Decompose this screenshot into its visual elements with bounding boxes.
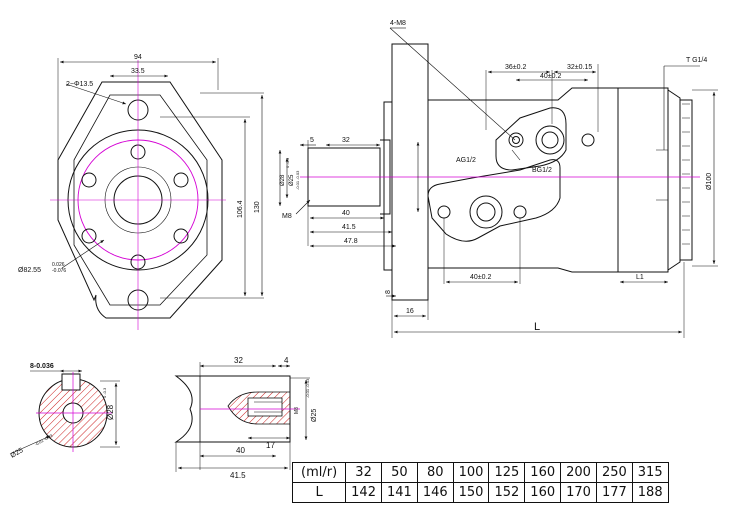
dim-41-5-side: 41.5 bbox=[342, 224, 356, 231]
shaft-dim-32: 32 bbox=[234, 356, 243, 365]
m8-side: M8 bbox=[282, 213, 292, 220]
pilot-tol-lower: -0.076 bbox=[52, 268, 66, 274]
section-dia-25: Ø25 bbox=[10, 447, 25, 460]
dim-106-4: 106.4 bbox=[237, 200, 244, 218]
ag-port: AG1/2 bbox=[456, 157, 476, 164]
table-cell: 152 bbox=[488, 482, 526, 503]
front-view bbox=[50, 58, 264, 330]
table-cell: 160 bbox=[524, 482, 562, 503]
dim-l1: L1 bbox=[636, 274, 644, 281]
side-port-plate bbox=[427, 159, 561, 242]
dia-28: Ø28 bbox=[280, 174, 286, 186]
port-4-m8: 4-M8 bbox=[390, 20, 406, 27]
dim-36: 36±0.2 bbox=[505, 64, 526, 71]
table-cell: 125 bbox=[488, 462, 526, 483]
shaft-dim-41-5: 41.5 bbox=[230, 471, 246, 480]
table-cell: 200 bbox=[560, 462, 597, 483]
side-view bbox=[278, 27, 718, 338]
front-flange-outline bbox=[57, 81, 223, 319]
dim-47-8: 47.8 bbox=[344, 238, 358, 245]
table-cell: 315 bbox=[631, 462, 669, 483]
table-row: L 142 141 146 150 152 160 170 177 188 bbox=[291, 482, 669, 503]
table-cell: L bbox=[291, 482, 347, 503]
table-cell: 80 bbox=[416, 462, 454, 483]
dim-L: L bbox=[534, 321, 540, 333]
table-cell: 177 bbox=[595, 482, 633, 503]
table-cell: 142 bbox=[345, 482, 382, 503]
pilot-dia: Ø82.55 bbox=[18, 267, 41, 274]
side-rear-housing bbox=[617, 87, 669, 273]
dim-16: 16 bbox=[406, 308, 414, 315]
table-cell: (ml/r) bbox=[291, 462, 347, 483]
table-cell: 141 bbox=[380, 482, 418, 503]
side-flange bbox=[391, 43, 429, 301]
shaft-dim-17: 17 bbox=[266, 441, 275, 450]
dim-32-015: 32±0.15 bbox=[567, 64, 592, 71]
shaft-dim-40: 40 bbox=[236, 446, 245, 455]
displacement-length-table: (ml/r) 32 50 80 100 125 160 200 250 315 … bbox=[291, 462, 669, 503]
dim-94: 94 bbox=[134, 54, 142, 61]
table-cell: 160 bbox=[524, 462, 562, 483]
dim-33-5: 33.5 bbox=[131, 68, 145, 75]
key-width: 8-0.036 bbox=[30, 363, 54, 370]
dim-40-top: 40±0.2 bbox=[540, 73, 561, 80]
section-dia-28: Ø28 bbox=[106, 404, 115, 420]
dia-25: Ø25 bbox=[289, 174, 295, 186]
port-t: T G1/4 bbox=[686, 57, 707, 64]
dim-5: 5 bbox=[310, 137, 314, 144]
table-cell: 188 bbox=[631, 482, 669, 503]
table-cell: 50 bbox=[380, 462, 418, 483]
table-cell: 100 bbox=[452, 462, 490, 483]
side-body bbox=[427, 87, 619, 273]
table-cell: 32 bbox=[345, 462, 382, 483]
shaft-body bbox=[174, 375, 291, 443]
table-cell: 150 bbox=[452, 482, 490, 503]
pilot-tol-upper: 0.026 bbox=[52, 262, 65, 268]
table-row: (ml/r) 32 50 80 100 125 160 200 250 315 bbox=[291, 462, 669, 483]
dim-40-bottom: 40±0.2 bbox=[470, 274, 491, 281]
shaft-detail-view bbox=[174, 362, 310, 472]
dim-8: 8 bbox=[385, 290, 392, 294]
dim-32-side: 32 bbox=[342, 137, 350, 144]
bg-port: BG1/2 bbox=[532, 167, 552, 174]
dim-130: 130 bbox=[254, 201, 261, 213]
table-cell: 170 bbox=[560, 482, 597, 503]
shaft-dim-4: 4 bbox=[284, 356, 289, 365]
dim-40-side: 40 bbox=[342, 210, 350, 217]
holes-label: 2−Φ13.5 bbox=[66, 81, 93, 88]
dim-100: Ø100 bbox=[706, 173, 713, 190]
table-cell: 250 bbox=[595, 462, 633, 483]
shaft-section-view bbox=[9, 369, 120, 455]
shaft-dia-25: Ø25 bbox=[311, 409, 318, 422]
table-cell: 146 bbox=[416, 482, 454, 503]
shaft-m8: M8 bbox=[294, 407, 300, 414]
